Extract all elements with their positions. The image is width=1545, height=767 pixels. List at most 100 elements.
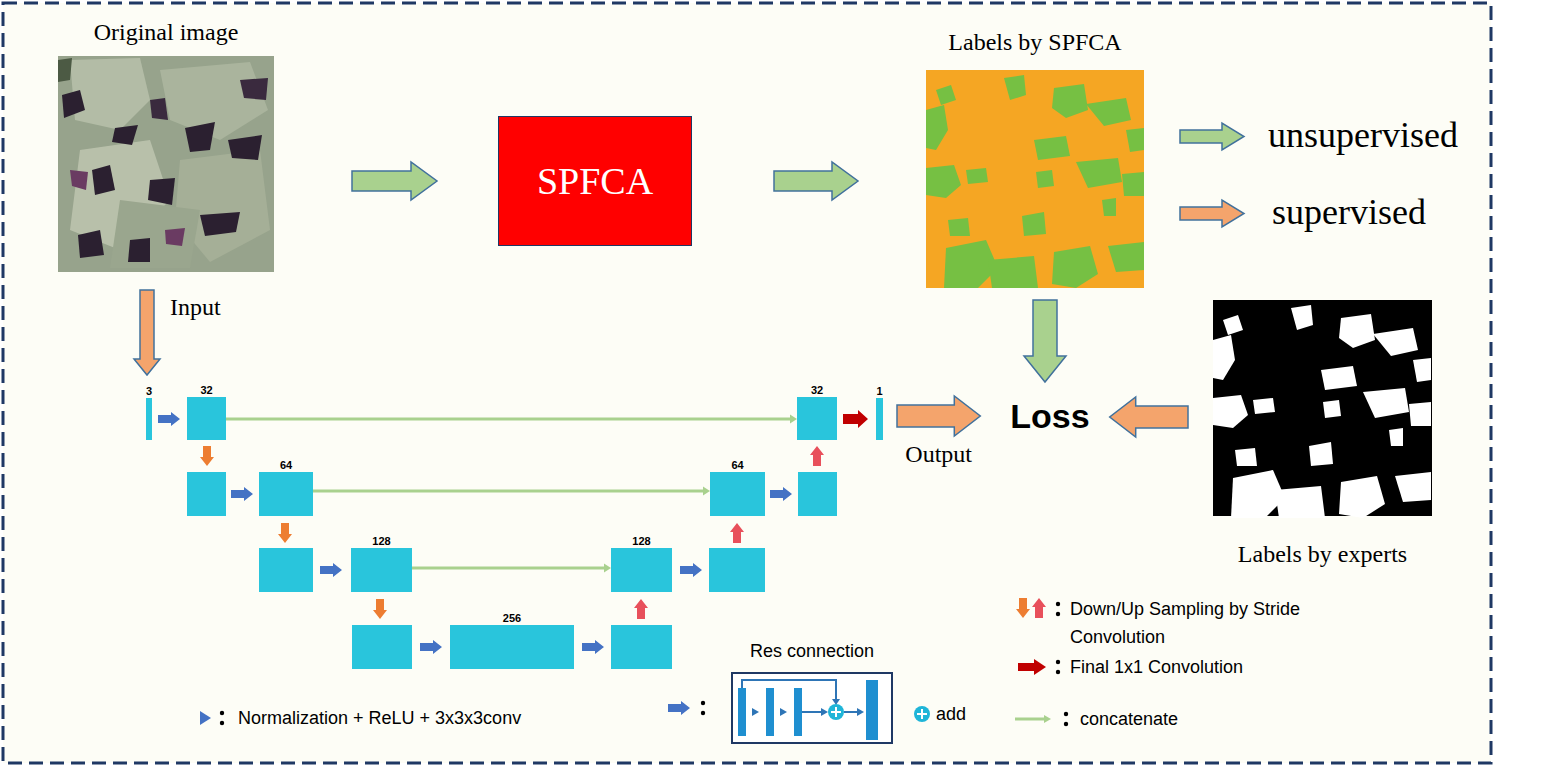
unet-arrows-part: [231, 487, 253, 501]
feature-map: 1: [876, 398, 883, 440]
concatenate-connector: [226, 415, 797, 424]
legend-text: concatenate: [1080, 707, 1178, 731]
micrograph-illustration-part: [110, 200, 200, 268]
unet-blocks-part: [709, 548, 765, 592]
unet-blocks-part: [259, 548, 313, 592]
res-connection-illustration-part: [794, 688, 802, 736]
micrograph-illustration-part: [58, 58, 72, 82]
unet-arrows-part: [810, 446, 824, 466]
unet-arrows-part: [680, 563, 702, 577]
concatenate-connector: [412, 564, 611, 573]
panel-heading: Labels by SPFCA: [948, 28, 1121, 56]
arrowhead: [790, 415, 797, 424]
unet-blocks-part: [187, 472, 226, 516]
unet-blocks-part: [798, 472, 837, 516]
micrograph-illustration-part: [70, 58, 150, 130]
res-connection-illustration-part: [821, 708, 828, 716]
res-connection-illustration-part: [828, 704, 844, 720]
legend-text: Final 1x1 Convolution: [1070, 655, 1243, 679]
legend-samples-part: [921, 709, 923, 719]
arrow-connector: [843, 410, 868, 428]
channel-count: 64: [280, 459, 292, 471]
micrograph-illustration-part: [148, 178, 175, 205]
block-arrow: [1024, 300, 1066, 382]
arrow-connector: [774, 162, 858, 200]
unet-blocks-part: [352, 625, 412, 669]
res-connection-illustration-part: [780, 708, 787, 716]
legend-samples-part: [701, 711, 705, 715]
micrograph-illustration: [58, 56, 274, 272]
unet-arrows-part: [200, 446, 214, 466]
legend-samples-part: [1064, 712, 1068, 716]
micrograph-illustration-part: [70, 170, 88, 190]
box-heading: Res connection: [750, 640, 874, 662]
micrograph-illustration-part: [78, 230, 104, 258]
feature-map: 256: [450, 625, 574, 669]
res-connection-illustration-part: [752, 708, 759, 716]
legend-samples-part: [200, 711, 211, 725]
block-arrow: [352, 162, 437, 200]
connector-line: [412, 567, 605, 570]
channel-count: 128: [632, 535, 650, 547]
channel-count: 32: [811, 384, 823, 396]
legend-text: unsupervised: [1268, 113, 1458, 157]
feature-map: 128: [611, 548, 672, 592]
loss-label: Loss: [1010, 396, 1089, 436]
micrograph-illustration-part: [185, 122, 215, 152]
feature-map: 128: [351, 548, 412, 592]
legend-samples-part: [1018, 659, 1046, 675]
channel-count: 1: [876, 385, 882, 397]
legend-text: Down/Up Sampling by Stride Convolution: [1070, 595, 1350, 651]
channel-count: 64: [731, 459, 743, 471]
legend-samples-part: [668, 701, 690, 715]
micrograph-illustration-part: [58, 56, 274, 272]
panel-heading: Labels by experts: [1238, 540, 1407, 568]
legend-samples-part: [1064, 722, 1068, 726]
unet-arrows-part: [730, 523, 744, 543]
unet-arrows-part: [420, 640, 442, 654]
arrow-connector: [897, 396, 980, 436]
feature-map: 32: [187, 397, 226, 440]
legend-samples-part: [1180, 123, 1244, 150]
res-connection-illustration-part: [742, 680, 836, 700]
unet-arrows: [200, 446, 824, 654]
channel-count: 256: [503, 612, 521, 624]
res-connection-illustration-part: [857, 708, 864, 716]
micrograph-illustration-part: [112, 125, 138, 145]
expert-label-map-part: [1213, 305, 1431, 518]
unet-arrows-part: [320, 563, 342, 577]
micrograph-illustration-part: [92, 165, 115, 195]
image-panel: Original image: [58, 56, 274, 272]
expert-label-map: [1213, 300, 1432, 518]
image-panel: Labels by experts: [1213, 300, 1432, 516]
res-connection-illustration-part: [802, 711, 822, 713]
dashed-frame: [3, 3, 1491, 763]
spfca-label-map-part: [926, 75, 1144, 288]
channel-count: 32: [200, 384, 212, 396]
box-label: SPFCA: [537, 159, 653, 203]
legend-samples-part: [914, 706, 930, 722]
arrow-connector: [352, 162, 437, 200]
res-connection-illustration-part: [738, 688, 746, 736]
unet-blocks-part: [611, 625, 672, 669]
channel-count: 3: [146, 385, 152, 397]
block-arrow: [134, 290, 160, 375]
concatenate-connector: [313, 487, 710, 496]
legend-text: supervised: [1272, 190, 1426, 234]
legend-samples-part: [1032, 598, 1046, 618]
micrograph-illustration-part: [240, 78, 268, 100]
micrograph-illustration-part: [128, 238, 150, 262]
arrow-connector: [158, 412, 180, 426]
res-connection-illustration-part: [731, 672, 893, 744]
feature-map: 32: [797, 397, 837, 440]
feature-map: 64: [710, 472, 765, 516]
loss-node: Loss: [1006, 396, 1093, 436]
arrow-connector: [134, 290, 160, 375]
res-connection-illustration-part: [844, 711, 858, 713]
legend-samples-part: [1180, 200, 1244, 227]
legend-samples-part: [1056, 602, 1060, 606]
arrowhead: [703, 487, 710, 496]
spfca-label-map-part: [926, 70, 1144, 288]
spfca-label-map: [926, 70, 1144, 288]
